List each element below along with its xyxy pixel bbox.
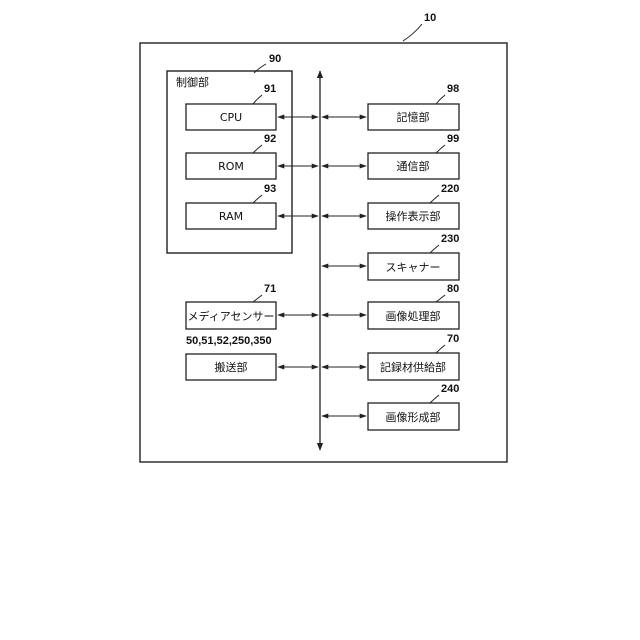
- image-proc-label: 画像処理部: [386, 309, 441, 323]
- media-sensor-sub-refs: 50,51,52,250,350: [186, 335, 272, 347]
- ram-label: RAM: [219, 210, 243, 223]
- image-form-ref-leader: [430, 395, 439, 403]
- image-form-label: 画像形成部: [386, 410, 441, 424]
- storage-label: 記憶部: [397, 110, 430, 124]
- op-display-ref: 220: [441, 183, 459, 195]
- storage-ref-leader: [436, 95, 445, 104]
- control-unit-ref: 90: [269, 53, 281, 65]
- media-sensor-ref-leader: [253, 295, 262, 302]
- supply-ref-leader: [436, 345, 445, 353]
- rom-ref: 92: [264, 133, 276, 145]
- cpu-label: CPU: [220, 111, 242, 124]
- supply-label: 記録材供給部: [380, 360, 446, 374]
- rom-ref-leader: [253, 145, 262, 153]
- cpu-ref: 91: [264, 83, 276, 95]
- ram-ref-leader: [253, 195, 262, 203]
- storage-ref: 98: [447, 83, 459, 95]
- scanner-ref: 230: [441, 233, 459, 245]
- scanner-label: スキャナー: [386, 261, 441, 274]
- device-ref: 10: [424, 12, 436, 24]
- op-display-ref-leader: [430, 195, 439, 203]
- comm-ref-leader: [436, 145, 445, 153]
- cpu-ref-leader: [253, 95, 262, 104]
- control-unit-label: 制御部: [176, 75, 209, 89]
- ram-ref: 93: [264, 183, 276, 195]
- image-proc-ref-leader: [436, 295, 445, 302]
- rom-label: ROM: [218, 160, 244, 173]
- supply-ref: 70: [447, 333, 459, 345]
- media-sensor-ref: 71: [264, 283, 276, 295]
- media-sensor-label: メディアセンサー: [187, 309, 274, 323]
- comm-label: 通信部: [397, 159, 430, 173]
- op-display-label: 操作表示部: [386, 209, 441, 223]
- comm-ref: 99: [447, 133, 459, 145]
- transport-label: 搬送部: [215, 360, 248, 374]
- scanner-ref-leader: [430, 245, 439, 253]
- image-proc-ref: 80: [447, 283, 459, 295]
- image-form-ref: 240: [441, 383, 459, 395]
- device-ref-leader: [403, 24, 422, 41]
